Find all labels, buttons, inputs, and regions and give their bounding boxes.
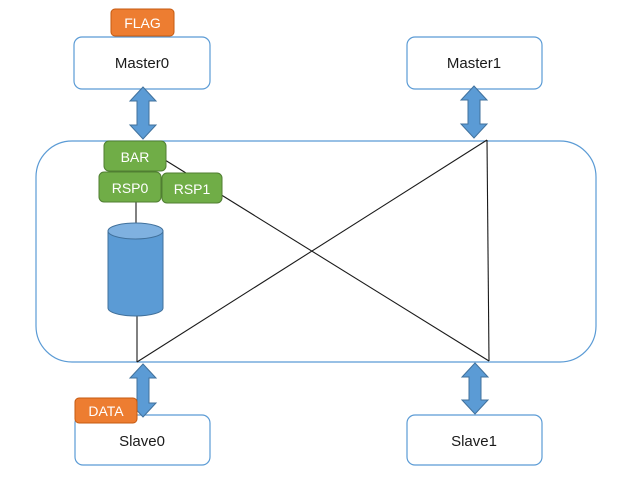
slave1-label: Slave1	[451, 433, 497, 450]
link-master1-slave0	[136, 139, 488, 363]
data-tag-label: DATA	[88, 403, 124, 419]
data-tag: DATA	[74, 397, 138, 424]
bar-tag-label: BAR	[121, 149, 150, 165]
rsp0-tag: RSP0	[98, 171, 162, 203]
link-master1-slave1	[486, 139, 490, 362]
arrow-master1-fabric	[459, 85, 489, 139]
arrow-master0-fabric	[128, 86, 158, 140]
master1-box: Master1	[406, 36, 543, 90]
rsp0-tag-label: RSP0	[112, 180, 149, 196]
master0-label: Master0	[115, 55, 169, 72]
master1-label: Master1	[447, 55, 501, 72]
rsp1-tag: RSP1	[161, 172, 223, 204]
slave1-box: Slave1	[406, 414, 543, 466]
arrow-fabric-slave1	[460, 362, 490, 415]
database-cylinder-icon	[107, 222, 164, 317]
slave0-label: Slave0	[119, 433, 165, 450]
master0-box: Master0	[73, 36, 211, 90]
bar-tag: BAR	[103, 140, 167, 172]
flag-tag: FLAG	[110, 8, 175, 37]
flag-tag-label: FLAG	[124, 15, 161, 31]
double-headed-arrow-icon	[128, 85, 490, 418]
rsp1-tag-label: RSP1	[174, 181, 211, 197]
